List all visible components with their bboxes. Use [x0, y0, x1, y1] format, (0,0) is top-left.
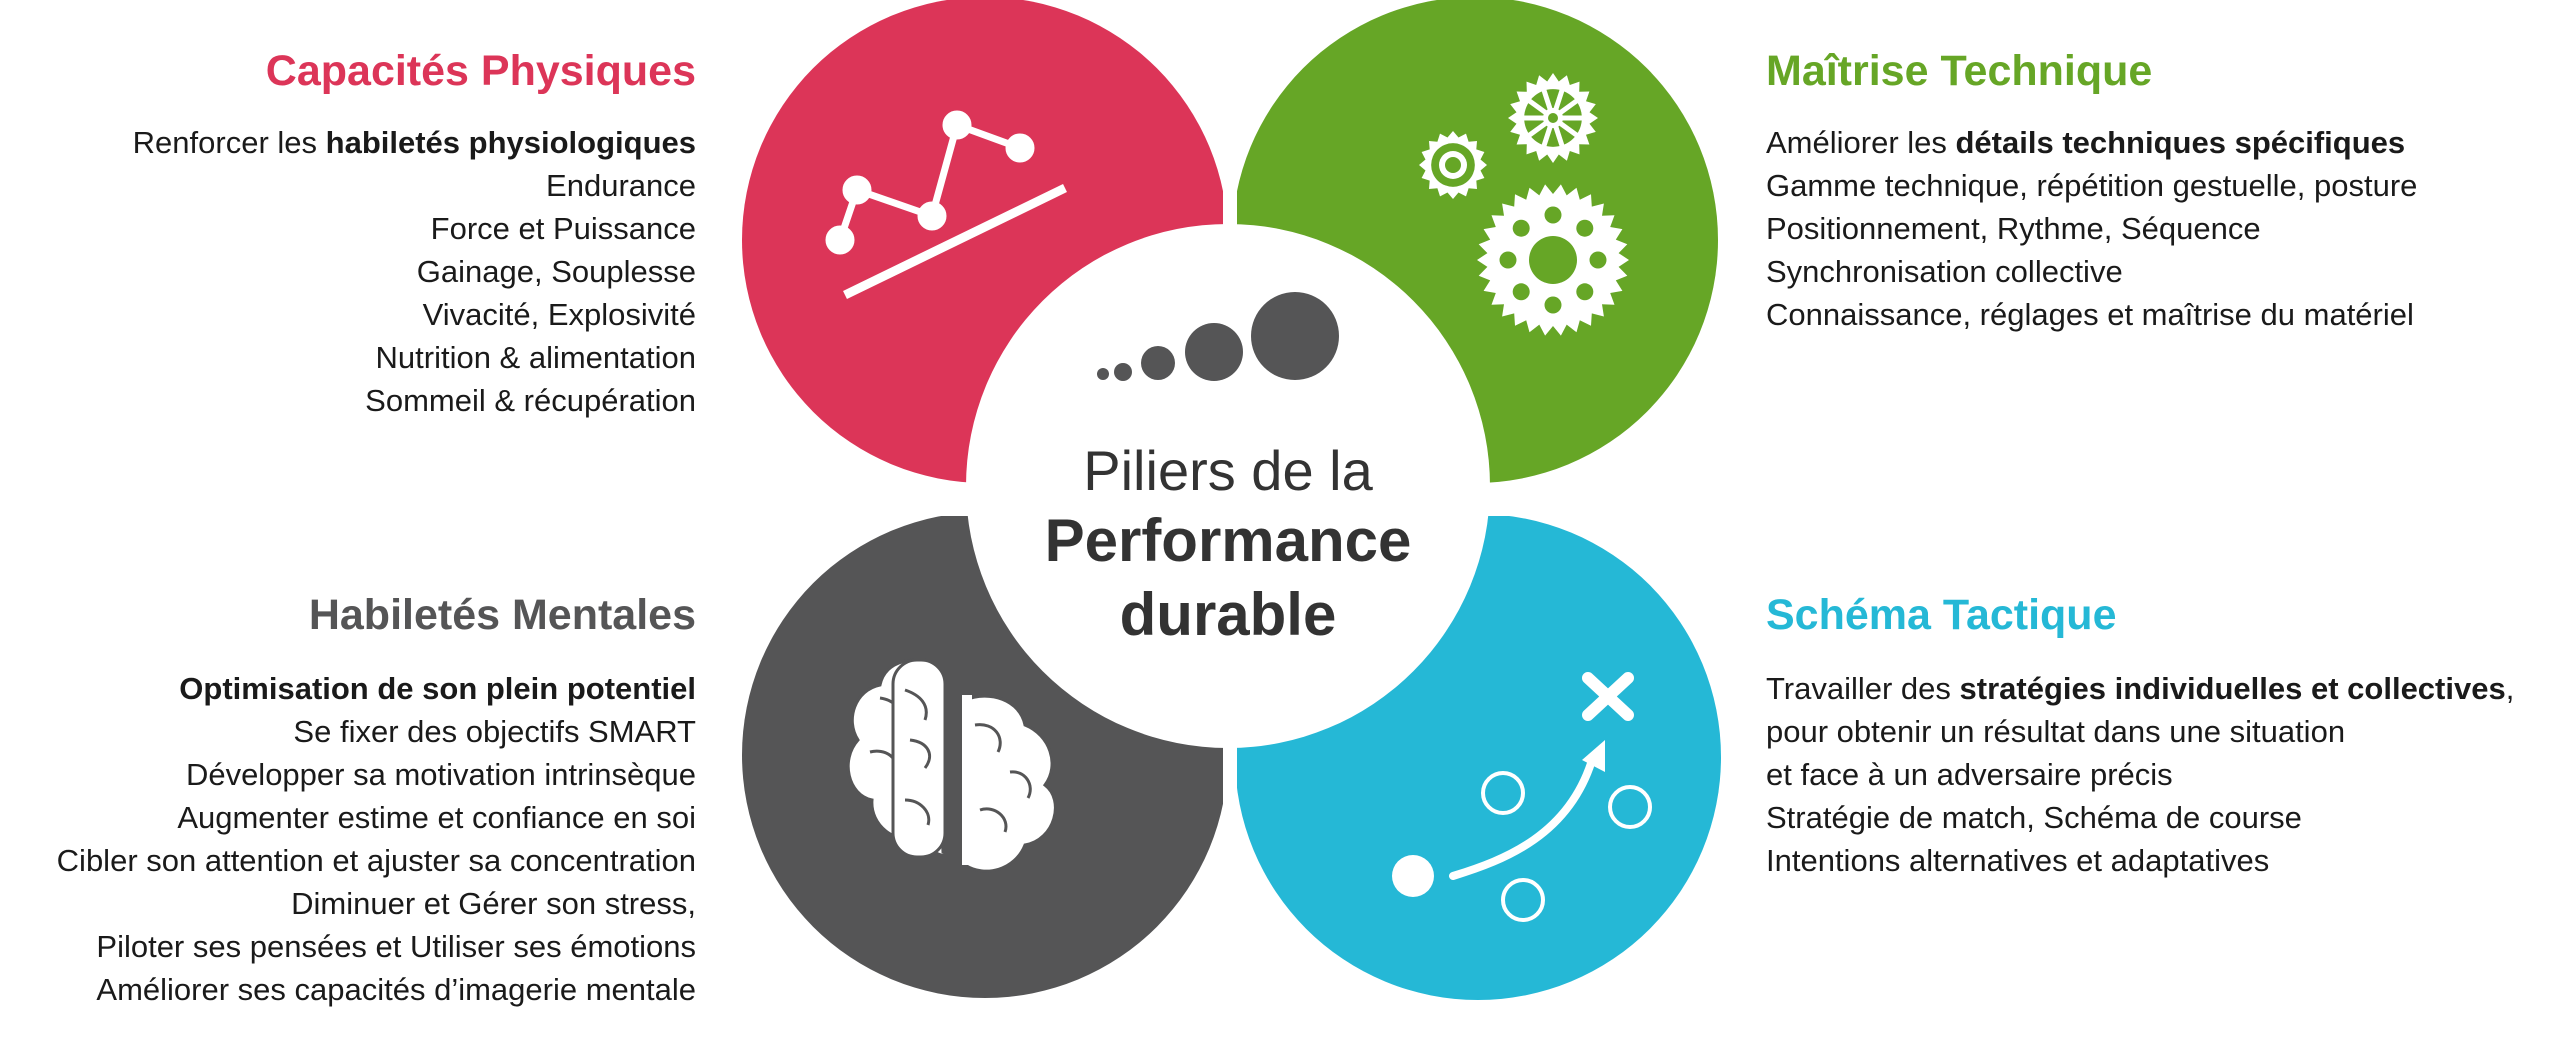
list-item: Gainage, Souplesse	[416, 254, 696, 289]
tactical-title: Schéma Tactique	[1766, 591, 2117, 639]
center-title-line2: Performance	[1044, 507, 1412, 574]
list-item: Augmenter estime et confiance en soi	[177, 800, 696, 835]
list-item: Vivacité, Explosivité	[422, 297, 696, 332]
tactical-list: Travailler des stratégies individuelles …	[1766, 667, 2514, 882]
technical-list: Améliorer les détails techniques spécifi…	[1766, 121, 2417, 336]
mental-title: Habiletés Mentales	[308, 591, 696, 639]
list-item: Piloter ses pensées et Utiliser ses émot…	[96, 929, 696, 964]
list-item: Améliorer ses capacités d’imagerie menta…	[96, 972, 696, 1007]
list-item: Connaissance, réglages et maîtrise du ma…	[1766, 297, 2414, 332]
list-item: et face à un adversaire précis	[1766, 757, 2173, 792]
list-item: Améliorer les détails techniques spécifi…	[1766, 125, 2406, 160]
list-item: Optimisation de son plein potentiel	[179, 671, 696, 706]
physical-title: Capacités Physiques	[265, 47, 696, 95]
list-item: Cibler son attention et ajuster sa conce…	[56, 843, 696, 878]
mental-list: Optimisation de son plein potentiel Se fi…	[57, 667, 696, 1011]
list-item: Renforcer les habiletés physiologiques	[132, 125, 696, 160]
list-item: Développer sa motivation intrinsèque	[185, 757, 696, 792]
technical-title: Maîtrise Technique	[1766, 47, 2153, 95]
gears-icon	[1419, 73, 1629, 336]
brain-icon	[846, 658, 1057, 873]
chart-trend-icon	[825, 110, 1067, 300]
list-item: Intentions alternatives et adaptatives	[1766, 843, 2270, 878]
list-item: Sommeil & récupération	[365, 383, 696, 418]
list-item: Se fixer des objectifs SMART	[293, 714, 696, 749]
list-item: Nutrition & alimentation	[375, 340, 697, 375]
list-item: Diminuer et Gérer son stress,	[291, 886, 696, 921]
center-title-line1: Piliers de la	[1083, 439, 1373, 502]
list-item: Stratégie de match, Schéma de course	[1766, 800, 2302, 835]
tactics-board-icon	[1392, 672, 1652, 922]
center-circle	[966, 224, 1490, 748]
list-item: Positionnement, Rythme, Séquence	[1766, 211, 2261, 246]
center-title: Piliers de la Performance durable	[1008, 438, 1448, 652]
growing-dots-icon	[1097, 292, 1339, 381]
center-title-line3: durable	[1119, 581, 1337, 648]
list-item: pour obtenir un résultat dans une situat…	[1766, 714, 2346, 749]
list-item: Travailler des stratégies individuelles …	[1766, 671, 2515, 706]
list-item: Gamme technique, répétition gestuelle, p…	[1766, 168, 2418, 203]
list-item: Endurance	[546, 168, 696, 203]
list-item: Force et Puissance	[430, 211, 696, 246]
list-item: Synchronisation collective	[1766, 254, 2123, 289]
